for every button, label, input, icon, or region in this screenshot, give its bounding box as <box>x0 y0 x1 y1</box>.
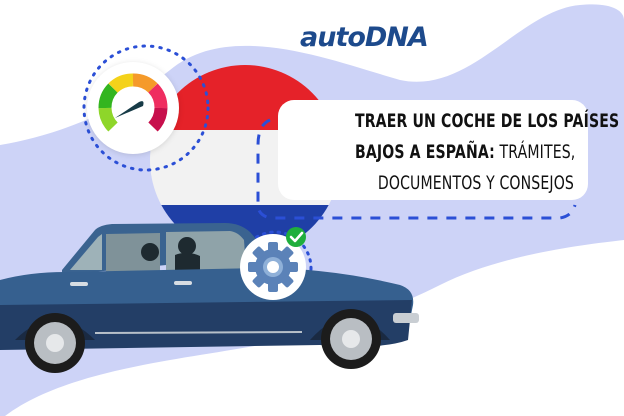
netherlands-flag-circle <box>150 65 340 255</box>
headline-line-3-regular: DOCUMENTOS Y CONSEJOS <box>377 172 574 194</box>
blue-sedan <box>0 223 419 373</box>
autodna-logo: autoDNA <box>300 22 429 53</box>
gear-icon <box>248 242 298 292</box>
headline-line-1-bold: TRAER UN COCHE DE LOS PAÍSES <box>354 110 620 132</box>
check-badge-icon <box>286 227 306 247</box>
headline-box: TRAER UN COCHE DE LOS PAÍSES BAJOS A ESP… <box>278 100 619 200</box>
headline-line-2: BAJOS A ESPAÑA: TRÁMITES, <box>354 137 576 168</box>
headline-line-2-regular: TRÁMITES, <box>494 141 576 163</box>
headline-line-3: DOCUMENTOS Y CONSEJOS <box>355 168 574 199</box>
headline-line-1: TRAER UN COCHE DE LOS PAÍSES <box>355 106 619 137</box>
speedometer-icon <box>87 62 179 154</box>
headline-line-2-bold: BAJOS A ESPAÑA: <box>354 141 495 163</box>
